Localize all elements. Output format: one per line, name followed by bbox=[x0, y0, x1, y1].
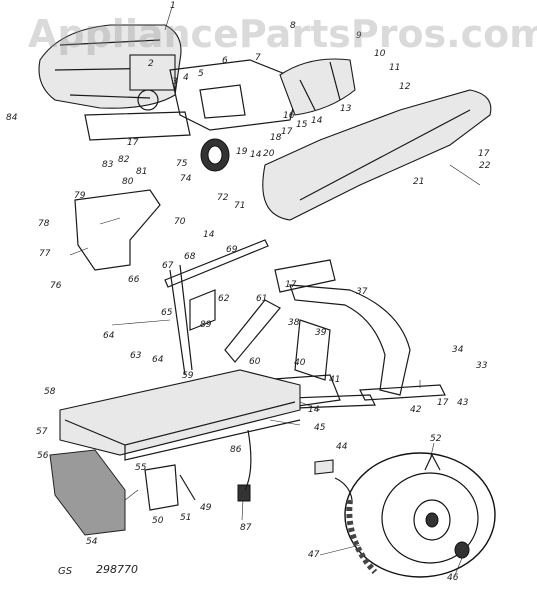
side-panel bbox=[74, 189, 161, 271]
callout-12: 12 bbox=[399, 82, 411, 92]
callout-17f: 17 bbox=[285, 280, 297, 290]
callout-78: 78 bbox=[38, 219, 50, 229]
callout-44: 44 bbox=[336, 442, 348, 452]
callout-77: 77 bbox=[39, 249, 51, 259]
callout-51: 51 bbox=[180, 513, 191, 523]
callout-41: 41 bbox=[329, 375, 340, 385]
callout-62: 62 bbox=[218, 294, 230, 304]
callout-22: 22 bbox=[479, 161, 491, 171]
callout-17c: 17 bbox=[437, 398, 449, 408]
callout-60: 60 bbox=[249, 357, 261, 367]
callout-38: 38 bbox=[288, 318, 300, 328]
callout-14b: 14 bbox=[250, 150, 262, 160]
callout-74: 74 bbox=[180, 174, 192, 184]
wheel bbox=[334, 452, 496, 578]
callout-15: 15 bbox=[296, 120, 308, 130]
callout-45: 45 bbox=[314, 423, 326, 433]
callout-5: 5 bbox=[198, 69, 204, 79]
callout-20: 20 bbox=[263, 149, 275, 159]
callout-65: 65 bbox=[161, 308, 173, 318]
callout-42: 42 bbox=[410, 405, 422, 415]
linkage-rods bbox=[164, 239, 336, 376]
callout-68: 68 bbox=[184, 252, 196, 262]
callout-9: 9 bbox=[356, 31, 362, 41]
engine bbox=[38, 24, 182, 111]
discharge-chute bbox=[262, 58, 492, 221]
callout-17b: 17 bbox=[478, 149, 490, 159]
callout-69: 69 bbox=[226, 245, 238, 255]
callout-3: 3 bbox=[172, 77, 178, 87]
callout-70: 70 bbox=[174, 217, 186, 227]
pulley bbox=[200, 138, 230, 172]
callout-19: 19 bbox=[236, 147, 248, 157]
callout-86: 86 bbox=[230, 445, 242, 455]
callout-71: 71 bbox=[234, 201, 245, 211]
callout-57: 57 bbox=[36, 427, 48, 437]
callout-56: 56 bbox=[37, 451, 49, 461]
footer-drawing-number: 298770 bbox=[96, 563, 138, 576]
callout-13: 13 bbox=[340, 104, 352, 114]
callout-54: 54 bbox=[86, 537, 98, 547]
callout-10: 10 bbox=[374, 49, 386, 59]
footer-label: GS bbox=[58, 566, 73, 577]
callout-64a: 64 bbox=[103, 331, 115, 341]
callout-61: 61 bbox=[256, 294, 267, 304]
callout-21: 21 bbox=[413, 177, 424, 187]
callout-52: 52 bbox=[430, 434, 442, 444]
callout-34: 34 bbox=[452, 345, 464, 355]
bumper bbox=[49, 449, 126, 536]
callout-64b: 64 bbox=[152, 355, 164, 365]
upper-frame bbox=[84, 59, 301, 141]
callout-37: 37 bbox=[356, 287, 368, 297]
callout-4: 4 bbox=[183, 73, 189, 83]
callout-11: 11 bbox=[389, 63, 400, 73]
callout-76: 76 bbox=[50, 281, 62, 291]
callout-55: 55 bbox=[135, 463, 147, 473]
callout-89: 89 bbox=[200, 320, 212, 330]
callout-40: 40 bbox=[294, 358, 306, 368]
callout-50: 50 bbox=[152, 516, 164, 526]
callout-14c: 14 bbox=[308, 405, 320, 415]
callout-82: 82 bbox=[118, 155, 130, 165]
callout-18: 18 bbox=[270, 133, 282, 143]
callout-17a: 17 bbox=[281, 127, 293, 137]
callout-6: 6 bbox=[222, 56, 228, 66]
callout-43: 43 bbox=[457, 398, 469, 408]
callout-59: 59 bbox=[182, 371, 194, 381]
callout-75: 75 bbox=[176, 159, 188, 169]
callout-84: 84 bbox=[6, 113, 18, 123]
small-parts bbox=[144, 429, 334, 511]
callout-1: 1 bbox=[170, 1, 176, 11]
callout-67: 67 bbox=[162, 261, 174, 271]
callout-7: 7 bbox=[255, 53, 261, 63]
callout-81: 81 bbox=[136, 167, 147, 177]
callout-46: 46 bbox=[447, 573, 459, 583]
callout-14d: 14 bbox=[203, 230, 215, 240]
callout-49: 49 bbox=[200, 503, 212, 513]
callout-63: 63 bbox=[130, 351, 142, 361]
callout-17e: 17 bbox=[127, 138, 139, 148]
callout-58: 58 bbox=[44, 387, 56, 397]
callout-87: 87 bbox=[240, 523, 252, 533]
leader-lines bbox=[69, 6, 481, 576]
callout-39: 39 bbox=[315, 328, 327, 338]
callout-33: 33 bbox=[476, 361, 488, 371]
callout-14a: 14 bbox=[311, 116, 323, 126]
callout-66: 66 bbox=[128, 275, 140, 285]
callout-47: 47 bbox=[308, 550, 320, 560]
callout-8: 8 bbox=[290, 21, 296, 31]
main-frame bbox=[59, 369, 301, 461]
callout-2: 2 bbox=[148, 59, 154, 69]
callout-16: 16 bbox=[283, 111, 295, 121]
callout-labels: 1 2 3 4 5 6 7 8 9 10 11 12 13 14 15 16 1… bbox=[6, 1, 491, 583]
callout-72: 72 bbox=[217, 193, 229, 203]
callout-79: 79 bbox=[74, 191, 86, 201]
callout-80: 80 bbox=[122, 177, 134, 187]
callout-83: 83 bbox=[102, 160, 114, 170]
